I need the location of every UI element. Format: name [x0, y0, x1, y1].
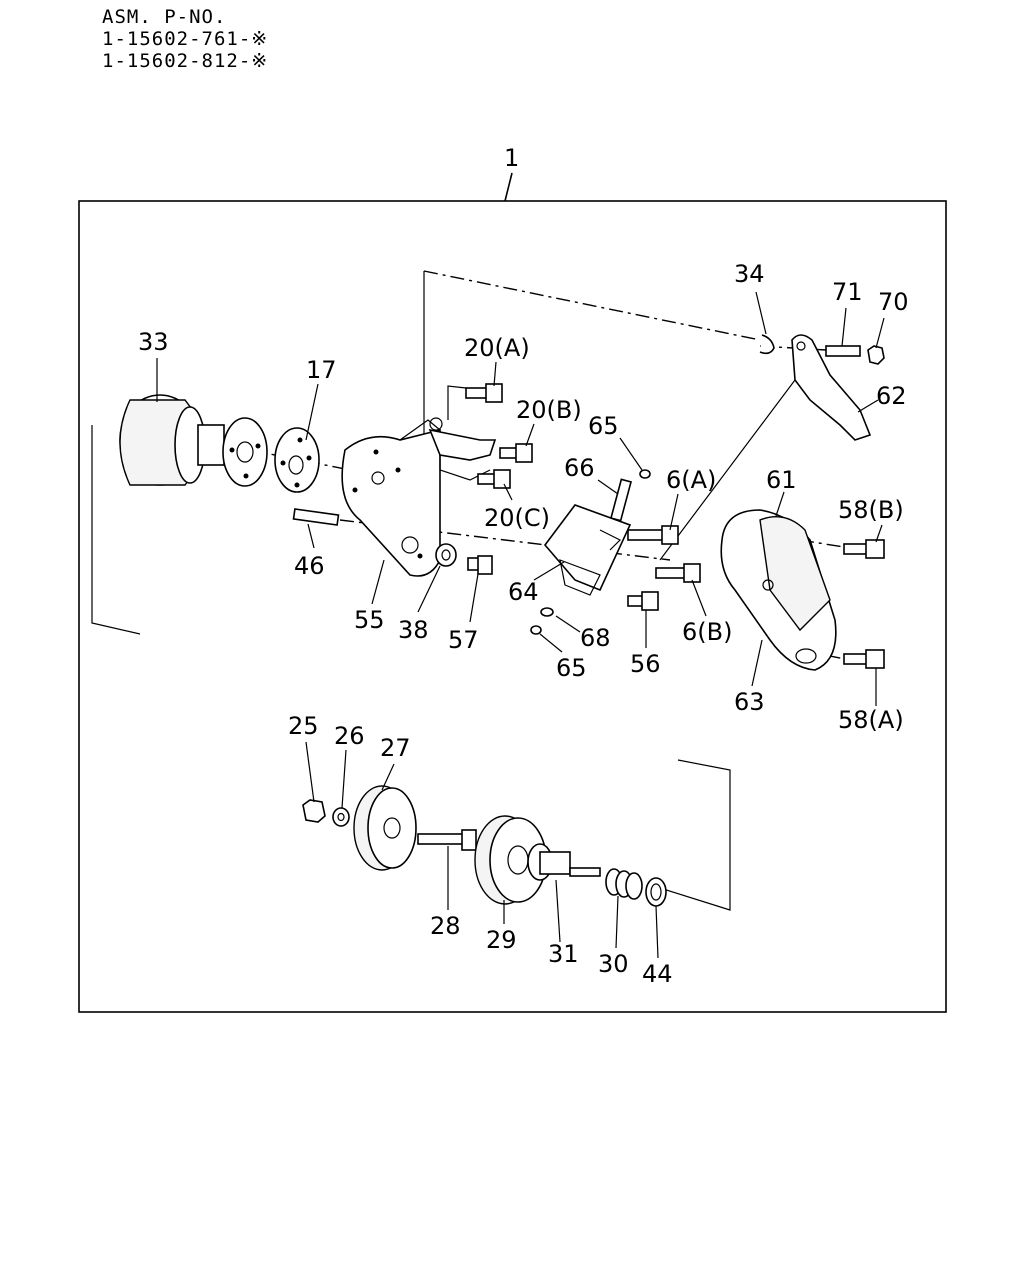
- part-56-bolt: [627, 591, 659, 611]
- callout-1: 1: [504, 144, 519, 172]
- callout-25: 25: [288, 712, 319, 740]
- callout-27: 27: [380, 734, 411, 762]
- callout-6a: 6(A): [666, 466, 716, 494]
- callout-56: 56: [630, 650, 661, 678]
- part-66-pin: [610, 478, 632, 522]
- callout-17: 17: [306, 356, 337, 384]
- part-27-pulley: [353, 785, 417, 871]
- leader-lines: [156, 291, 885, 959]
- callout-46: 46: [294, 552, 325, 580]
- part-33-drum: [119, 394, 268, 487]
- part-46-pin: [292, 508, 340, 526]
- callout-26: 26: [334, 722, 365, 750]
- callout-68: 68: [580, 624, 611, 652]
- callout-58a: 58(A): [838, 706, 904, 734]
- part-25-nut: [302, 799, 326, 823]
- part-number-2: 1-15602-812-※: [102, 50, 269, 72]
- part-62-lever: [791, 334, 872, 441]
- leader-1: [504, 172, 513, 202]
- part-61-63-cover: [720, 509, 837, 671]
- part-71-bolt: [825, 345, 861, 357]
- callout-62: 62: [876, 382, 907, 410]
- callout-6b: 6(B): [682, 618, 732, 646]
- part-55-bracket: [341, 419, 441, 577]
- callout-20c: 20(C): [484, 504, 550, 532]
- part-29-pulley: [474, 815, 547, 905]
- callout-20b: 20(B): [516, 396, 582, 424]
- part-57-bolt: [467, 555, 493, 575]
- callout-55: 55: [354, 606, 385, 634]
- callout-57: 57: [448, 626, 479, 654]
- part-26-washer: [332, 807, 350, 827]
- bolts-6: [627, 525, 701, 583]
- callout-33: 33: [138, 328, 169, 356]
- callout-30: 30: [598, 950, 629, 978]
- callout-38: 38: [398, 616, 429, 644]
- callout-29: 29: [486, 926, 517, 954]
- callout-44: 44: [642, 960, 673, 988]
- assembly-title: ASM. P-NO.: [102, 6, 227, 28]
- callout-28: 28: [430, 912, 461, 940]
- bolts-58: [843, 539, 885, 669]
- part-17-plate: [274, 427, 320, 493]
- part-38-washer: [435, 543, 457, 567]
- callout-71: 71: [832, 278, 863, 306]
- part-64-bracket: [543, 504, 632, 596]
- part-28-stud: [417, 829, 477, 851]
- callout-20a: 20(A): [464, 334, 530, 362]
- callout-61: 61: [766, 466, 797, 494]
- assembly-part-number-block: ASM. P-NO. 1-15602-761-※ 1-15602-812-※: [102, 6, 268, 72]
- callout-66: 66: [564, 454, 595, 482]
- callout-65-top: 65: [588, 412, 619, 440]
- part-30-spring: [605, 868, 643, 900]
- part-44-seal: [645, 877, 667, 907]
- part-65-clips: [530, 469, 651, 635]
- assembly-frame: [78, 200, 947, 1013]
- bolts-20: [447, 383, 533, 489]
- callout-58b: 58(B): [838, 496, 904, 524]
- callout-34: 34: [734, 260, 765, 288]
- callout-63: 63: [734, 688, 765, 716]
- callout-64: 64: [508, 578, 539, 606]
- callout-65-bottom: 65: [556, 654, 587, 682]
- part-68-washer: [540, 607, 554, 617]
- part-70-nut: [867, 345, 885, 365]
- part-number-1: 1-15602-761-※: [102, 28, 269, 50]
- part-34-clip: [759, 334, 775, 355]
- callout-70: 70: [878, 288, 909, 316]
- part-31-shaft: [527, 843, 601, 881]
- callout-31: 31: [548, 940, 579, 968]
